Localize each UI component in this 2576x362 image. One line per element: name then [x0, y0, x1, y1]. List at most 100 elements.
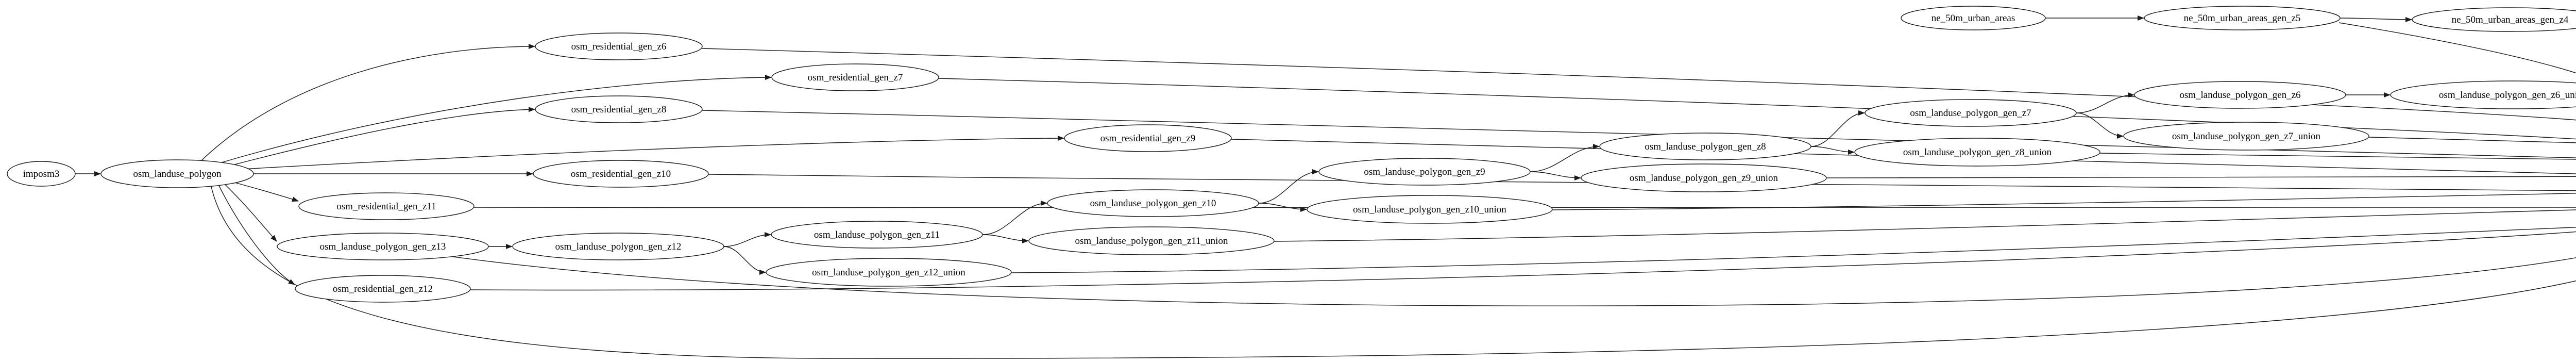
node-osm_landuse_polygon_gen_z11_union: osm_landuse_polygon_gen_z11_union [1028, 226, 1275, 255]
node-label-ne_50m_urban_areas_gen_z4: ne_50m_urban_areas_gen_z4 [2452, 14, 2569, 25]
edge-osm_residential_gen_z12--layer_landuse-z12 [470, 231, 2576, 291]
edge-osm_residential_gen_z9--layer_landuse-z9 [1231, 139, 2576, 175]
node-osm_landuse_polygon_gen_z10_union: osm_landuse_polygon_gen_z10_union [1307, 195, 1553, 224]
edge-osm_landuse_polygon--osm_residential_gen_z8 [226, 107, 535, 167]
node-label-osm_landuse_polygon_gen_z7_union: osm_landuse_polygon_gen_z7_union [2172, 131, 2321, 142]
edge-osm_landuse_polygon_gen_z11--osm_landuse_polygon_gen_z11_union [982, 234, 1029, 243]
node-label-ne_50m_urban_areas: ne_50m_urban_areas [1931, 13, 2015, 24]
node-osm_residential_gen_z8: osm_residential_gen_z8 [535, 95, 703, 123]
node-ellipse-osm_residential_gen_z11 [298, 192, 474, 220]
node-ellipse-ne_50m_urban_areas [1901, 6, 2046, 30]
edge-osm_landuse_polygon_gen_z10--osm_landuse_polygon_gen_z10_union [1258, 203, 1307, 212]
node-ellipse-osm_landuse_polygon_gen_z10 [1047, 189, 1259, 217]
node-ellipse-osm_landuse_polygon_gen_z7_union [2123, 122, 2369, 151]
edge-osm_landuse_polygon--osm_residential_gen_z11 [230, 181, 299, 202]
node-ellipse-osm_landuse_polygon [100, 159, 254, 188]
node-label-osm_landuse_polygon_gen_z9: osm_landuse_polygon_gen_z9 [1364, 167, 1485, 177]
node-ellipse-osm_residential_gen_z12 [295, 275, 471, 303]
node-ellipse-osm_landuse_polygon_gen_z8_union [1854, 138, 2100, 167]
node-ellipse-imposm3 [7, 161, 76, 187]
node-label-osm_landuse_polygon_gen_z6: osm_landuse_polygon_gen_z6 [2179, 90, 2300, 101]
node-ellipse-osm_landuse_polygon_gen_z12 [512, 233, 724, 260]
node-ellipse-osm_landuse_polygon_gen_z13 [277, 233, 489, 260]
edge-osm_landuse_polygon_gen_z12--osm_landuse_polygon_gen_z12_union [723, 246, 766, 275]
node-label-osm_residential_gen_z12: osm_residential_gen_z12 [333, 284, 433, 294]
edge-osm_landuse_polygon_gen_z8--osm_landuse_polygon_gen_z7 [1810, 110, 1865, 147]
node-label-osm_residential_gen_z10: osm_residential_gen_z10 [571, 169, 671, 179]
node-osm_landuse_polygon_gen_z13: osm_landuse_polygon_gen_z13 [277, 233, 489, 260]
node-osm_landuse_polygon_gen_z8_union: osm_landuse_polygon_gen_z8_union [1854, 138, 2100, 167]
edge-osm_landuse_polygon_gen_z7--osm_landuse_polygon_gen_z7_union [2076, 112, 2124, 139]
node-label-imposm3: imposm3 [23, 169, 60, 179]
edge-layer [75, 15, 2576, 359]
node-label-ne_50m_urban_areas_gen_z5: ne_50m_urban_areas_gen_z5 [2184, 13, 2301, 24]
edge-osm_landuse_polygon_gen_z10--osm_landuse_polygon_gen_z9 [1258, 169, 1319, 204]
node-label-osm_landuse_polygon_gen_z12: osm_landuse_polygon_gen_z12 [555, 241, 682, 252]
node-label-osm_residential_gen_z6: osm_residential_gen_z6 [571, 41, 667, 52]
node-layer: imposm3 osm_landuse_polygon osm_residentia… [7, 6, 2576, 303]
edge-osm_landuse_polygon--osm_residential_gen_z6 [200, 44, 535, 161]
node-ne_50m_urban_areas_gen_z5: ne_50m_urban_areas_gen_z5 [2144, 6, 2341, 30]
edge-osm_landuse_polygon_gen_z12_union--layer_landuse-z12 [1011, 227, 2576, 273]
node-osm_residential_gen_z7: osm_residential_gen_z7 [771, 63, 939, 91]
node-osm_residential_gen_z6: osm_residential_gen_z6 [535, 32, 703, 60]
node-osm_residential_gen_z11: osm_residential_gen_z11 [298, 192, 474, 220]
edge-osm_landuse_polygon--osm_landuse_polygon_gen_z13 [224, 184, 277, 242]
node-label-osm_landuse_polygon_gen_z9_union: osm_landuse_polygon_gen_z9_union [1630, 173, 1778, 184]
edge-osm_landuse_polygon_gen_z9--osm_landuse_polygon_gen_z9_union [1530, 171, 1581, 180]
node-label-osm_landuse_polygon_gen_z11: osm_landuse_polygon_gen_z11 [814, 229, 940, 240]
node-ellipse-osm_residential_gen_z7 [771, 63, 939, 91]
node-osm_landuse_polygon_gen_z6_union: osm_landuse_polygon_gen_z6_union [2390, 80, 2576, 109]
node-ellipse-osm_residential_gen_z10 [533, 160, 709, 188]
node-label-osm_landuse_polygon_gen_z6_union: osm_landuse_polygon_gen_z6_union [2439, 90, 2576, 101]
edge-osm_landuse_polygon_gen_z7_union--layer_landuse-z7 [2368, 137, 2576, 143]
node-ellipse-osm_residential_gen_z6 [535, 32, 703, 60]
node-osm_landuse_polygon_gen_z9_union: osm_landuse_polygon_gen_z9_union [1581, 163, 1827, 192]
edge-osm_landuse_polygon_gen_z7--osm_landuse_polygon_gen_z6 [2076, 92, 2134, 113]
node-label-osm_landuse_polygon_gen_z12_union: osm_landuse_polygon_gen_z12_union [812, 267, 965, 278]
node-osm_landuse_polygon_gen_z8: osm_landuse_polygon_gen_z8 [1599, 133, 1811, 160]
node-osm_landuse_polygon_gen_z11: osm_landuse_polygon_gen_z11 [771, 221, 983, 249]
edge-osm_landuse_polygon_gen_z9--osm_landuse_polygon_gen_z8 [1530, 144, 1600, 172]
node-ellipse-osm_landuse_polygon_gen_z10_union [1307, 195, 1553, 224]
node-osm_residential_gen_z10: osm_residential_gen_z10 [533, 160, 709, 188]
node-osm_landuse_polygon_gen_z6: osm_landuse_polygon_gen_z6 [2134, 81, 2346, 109]
edge-ne_50m_urban_areas_gen_z5--ne_50m_urban_areas_gen_z4 [2340, 17, 2412, 22]
node-ellipse-osm_landuse_polygon_gen_z12_union [766, 258, 1012, 287]
node-label-osm_landuse_polygon_gen_z8: osm_landuse_polygon_gen_z8 [1645, 141, 1766, 152]
node-label-osm_landuse_polygon: osm_landuse_polygon [133, 169, 222, 179]
node-ellipse-osm_residential_gen_z8 [535, 95, 703, 123]
node-label-osm_landuse_polygon_gen_z11_union: osm_landuse_polygon_gen_z11_union [1075, 236, 1228, 246]
node-osm_residential_gen_z12: osm_residential_gen_z12 [295, 275, 471, 303]
node-ellipse-ne_50m_urban_areas_gen_z5 [2144, 6, 2341, 30]
node-ne_50m_urban_areas: ne_50m_urban_areas [1901, 6, 2046, 30]
node-osm_landuse_polygon_gen_z12: osm_landuse_polygon_gen_z12 [512, 233, 724, 260]
edge-osm_landuse_polygon_gen_z8--osm_landuse_polygon_gen_z8_union [1810, 146, 1855, 155]
node-label-osm_landuse_polygon_gen_z8_union: osm_landuse_polygon_gen_z8_union [1903, 147, 2052, 158]
node-label-osm_residential_gen_z11: osm_residential_gen_z11 [336, 201, 436, 212]
node-label-osm_residential_gen_z8: osm_residential_gen_z8 [571, 104, 667, 115]
edge-ne_50m_urban_areas_gen_z5--layer_landuse-z5 [2338, 22, 2576, 74]
node-osm_residential_gen_z9: osm_residential_gen_z9 [1064, 124, 1232, 152]
edge-osm_landuse_polygon_gen_z9_union--layer_landuse-z9 [1826, 176, 2576, 178]
node-imposm3: imposm3 [7, 161, 76, 187]
edge-osm_landuse_polygon--osm_residential_gen_z12 [218, 185, 295, 285]
edge-osm_landuse_polygon_gen_z8_union--layer_landuse-z8 [2099, 153, 2576, 160]
node-ellipse-osm_landuse_polygon_gen_z8 [1599, 133, 1811, 160]
node-label-osm_landuse_polygon_gen_z7: osm_landuse_polygon_gen_z7 [1910, 108, 2031, 119]
node-ellipse-osm_landuse_polygon_gen_z11_union [1028, 226, 1275, 255]
node-label-osm_residential_gen_z7: osm_residential_gen_z7 [808, 72, 903, 83]
node-ellipse-osm_landuse_polygon_gen_z7 [1865, 99, 2077, 127]
node-ellipse-osm_landuse_polygon_gen_z9_union [1581, 163, 1827, 192]
node-osm_landuse_polygon_gen_z12_union: osm_landuse_polygon_gen_z12_union [766, 258, 1012, 287]
edge-osm_landuse_polygon--osm_residential_gen_z9 [242, 136, 1064, 170]
node-osm_landuse_polygon: osm_landuse_polygon [100, 159, 254, 188]
edge-osm_landuse_polygon_gen_z13--layer_landuse-z13 [453, 256, 2576, 306]
node-ellipse-ne_50m_urban_areas_gen_z4 [2412, 7, 2576, 32]
node-ellipse-osm_landuse_polygon_gen_z6_union [2390, 80, 2576, 109]
edge-osm_landuse_polygon--osm_residential_gen_z7 [216, 75, 772, 164]
edge-osm_landuse_polygon_gen_z12--osm_landuse_polygon_gen_z11 [723, 232, 771, 247]
node-ne_50m_urban_areas_gen_z4: ne_50m_urban_areas_gen_z4 [2412, 7, 2576, 32]
